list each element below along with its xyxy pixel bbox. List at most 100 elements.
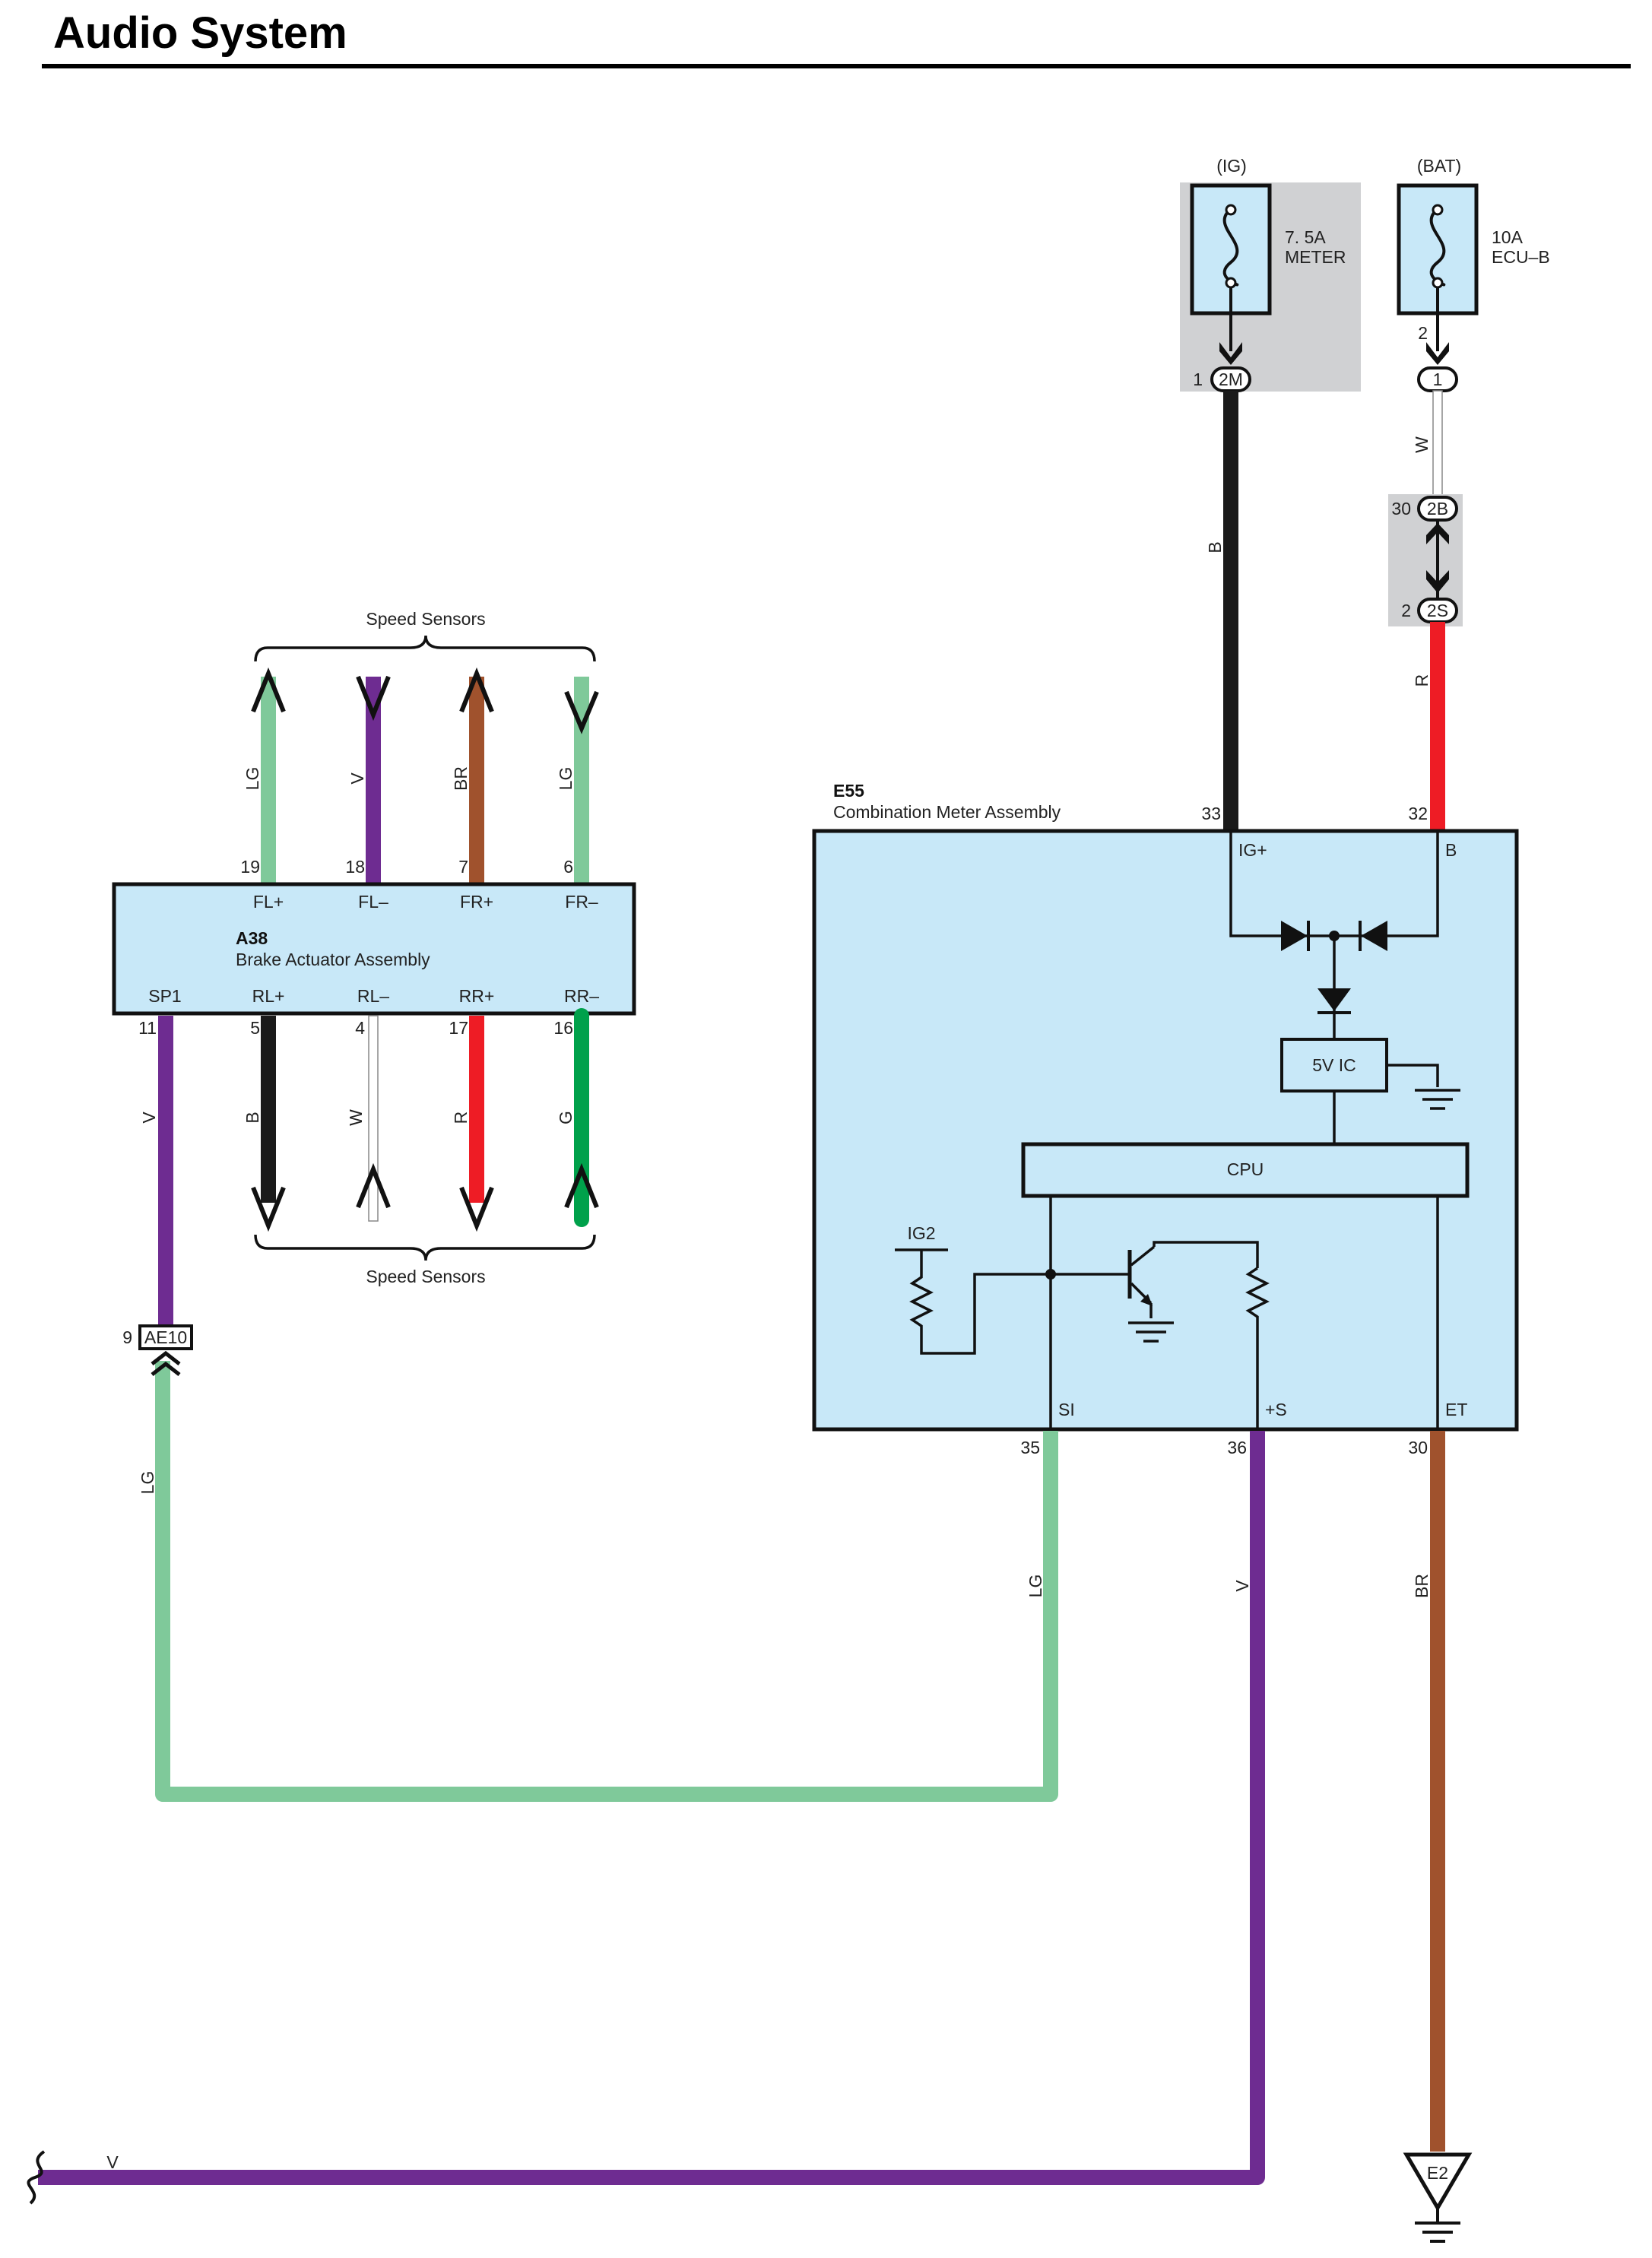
cpu-box <box>1021 1142 1470 1198</box>
connector-2B-pin: 30 <box>1391 499 1411 519</box>
wire-LG-si-label: LG <box>1026 1575 1045 1598</box>
connector-2S-pin: 2 <box>1401 601 1411 620</box>
a38-pin-RL+: RL+ <box>252 986 285 1006</box>
fuse2-source-label: (BAT) <box>1417 156 1461 176</box>
diode-ig-icon <box>1281 921 1308 951</box>
meter-pin-35: 35 <box>1020 1438 1040 1457</box>
brake-actuator-box <box>112 882 636 1016</box>
offpage-break-icon <box>27 2150 46 2205</box>
connector-AE10 <box>138 1324 193 1350</box>
diode-b-icon <box>1361 921 1387 951</box>
fuse2-rating: 10A <box>1492 227 1524 247</box>
meter-pin-IG+: IG+ <box>1238 840 1267 860</box>
connector-AE10-pin: 9 <box>122 1327 132 1347</box>
a38-pin-FL-: FL– <box>358 892 388 912</box>
wire-LG-path-guide <box>163 1431 1051 1794</box>
top-speed-sensors-bracket <box>254 635 596 662</box>
fuse2-terminal <box>1432 204 1444 216</box>
wire-SP1-label: V <box>139 1112 159 1124</box>
rr+-down-arrow-icon <box>459 1186 494 1232</box>
top-speed-sensors-label: Speed Sensors <box>366 609 485 629</box>
a38-pin-RR-: RR– <box>564 986 599 1006</box>
fuse1-arrow-icon <box>1219 342 1242 365</box>
fuse2-pin: 2 <box>1418 323 1428 343</box>
wire-FL+-label: LG <box>243 767 262 791</box>
wire-LG-ae10-label: LG <box>138 1471 157 1495</box>
meter-pin-30: 30 <box>1408 1438 1428 1457</box>
bottom-speed-sensors-label: Speed Sensors <box>366 1267 485 1286</box>
wire-FR+-label: BR <box>451 766 471 791</box>
combination-meter-box <box>812 829 1519 1432</box>
5v-ic-box <box>1280 1038 1388 1093</box>
a38-pin-5: 5 <box>250 1018 260 1038</box>
connector-1-label: 1 <box>1433 369 1443 389</box>
transistor-icon <box>1127 1245 1156 1306</box>
ae10-chevron-icon <box>151 1361 181 1376</box>
fl+-up-arrow-icon <box>251 667 286 713</box>
wire-B-label: B <box>1205 541 1225 553</box>
connector-AE10-label: AE10 <box>144 1327 187 1347</box>
wire-W-ecu-b <box>1432 390 1443 506</box>
rr--up-arrow-icon <box>564 1162 599 1209</box>
meter-code: E55 <box>833 781 864 801</box>
diode-supply-icon <box>1317 988 1351 1011</box>
meter-name: Combination Meter Assembly <box>833 802 1061 822</box>
fuse1-terminal <box>1225 204 1237 216</box>
ground-e2-icon <box>1403 2152 1473 2243</box>
meter-pin-33: 33 <box>1201 804 1221 823</box>
wire-RL--label: W <box>346 1109 366 1126</box>
a38-pin-FR+: FR+ <box>460 892 493 912</box>
fr--down-arrow-icon <box>564 690 599 734</box>
meter-pin-+S: +S <box>1265 1400 1287 1419</box>
a38-pin-RR+: RR+ <box>459 986 495 1006</box>
wire-V-speed-label: V <box>1232 1580 1252 1592</box>
wire-W-label: W <box>1412 436 1432 453</box>
meter-pin-ET: ET <box>1445 1400 1467 1419</box>
wire-FL--label: V <box>347 772 367 785</box>
meter-pin-SI: SI <box>1058 1400 1075 1419</box>
a38-pin-RL-: RL– <box>357 986 389 1006</box>
fl--down-arrow-icon <box>356 675 391 721</box>
meter-pin-36: 36 <box>1227 1438 1247 1457</box>
offpage-wire-label: V <box>106 2152 119 2172</box>
fuse1-source-label: (IG) <box>1216 156 1247 176</box>
a38-name: Brake Actuator Assembly <box>236 950 430 969</box>
fuse2-arrow-icon <box>1426 342 1449 365</box>
a38-pin-16: 16 <box>553 1018 573 1038</box>
5v-ic-label: 5V IC <box>1312 1055 1356 1075</box>
meter-pin-B: B <box>1445 840 1457 860</box>
a38-pin-19: 19 <box>240 857 260 877</box>
fuse1-rating: 7. 5A <box>1285 227 1326 247</box>
wire-FR--label: LG <box>556 767 576 791</box>
ic-ground-lead <box>1387 1064 1439 1087</box>
title-rule <box>42 64 1631 68</box>
a38-pin-17: 17 <box>449 1018 468 1038</box>
ig2-label: IG2 <box>907 1223 935 1243</box>
fuse1-terminal <box>1225 277 1237 289</box>
ic-ground-icon <box>1415 1089 1460 1110</box>
transistor-collector-lead <box>1153 1241 1259 1268</box>
ig2-resistor-icon <box>909 1250 1051 1355</box>
pullup-resistor-icon <box>1245 1267 1270 1429</box>
wire-RL+-label: B <box>243 1112 262 1123</box>
a38-pin-11: 11 <box>138 1018 157 1038</box>
junction-down-arrow-icon <box>1426 570 1449 593</box>
page-title: Audio System <box>53 8 347 58</box>
wire-RR--label: G <box>556 1111 576 1124</box>
a38-pin-FL+: FL+ <box>253 892 284 912</box>
a38-pin-SP1: SP1 <box>148 986 181 1006</box>
wire-RL- <box>368 1015 379 1222</box>
junction-up-arrow-icon <box>1426 523 1449 544</box>
wire-V-speed <box>38 1431 1265 2185</box>
connector-2M-pin: 1 <box>1193 369 1203 389</box>
transistor-ground-icon <box>1128 1321 1174 1343</box>
ground-e2-label: E2 <box>1427 2163 1448 2183</box>
rl+-down-arrow-icon <box>251 1186 286 1232</box>
connector-2M-label: 2M <box>1219 369 1243 389</box>
a38-pin-18: 18 <box>345 857 365 877</box>
rl--up-arrow-icon <box>356 1162 391 1209</box>
a38-pin-7: 7 <box>458 857 468 877</box>
cpu-label: CPU <box>1227 1159 1264 1179</box>
fuse2-terminal <box>1432 277 1444 289</box>
